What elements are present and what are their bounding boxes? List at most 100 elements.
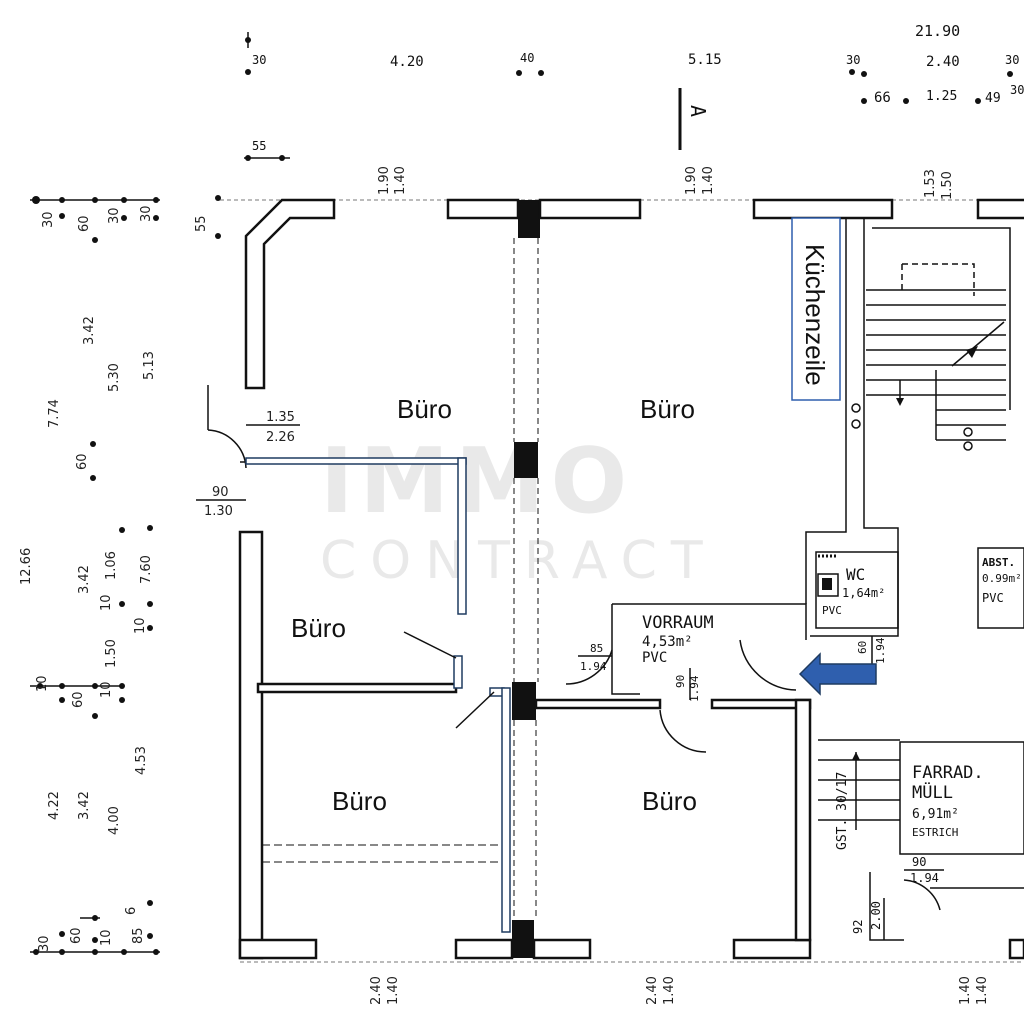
dim-top-420: 4.20 xyxy=(390,54,424,70)
wall-south-4 xyxy=(732,938,812,960)
dim-top-30d: 30 xyxy=(1010,83,1024,97)
room-label-buero-w: Büro xyxy=(291,613,346,643)
dim-left-30b: 30 xyxy=(107,207,122,224)
new-wall-vertical xyxy=(457,457,467,615)
door-dimensions-west: 1.35 2.26 90 1.30 xyxy=(196,410,300,519)
wc-labels: WC 1,64m² PVC 60 1.94 xyxy=(822,565,887,668)
new-walls xyxy=(245,457,511,933)
dim-left-55: 55 xyxy=(194,215,209,232)
kuechenzeile-label: Küchenzeile xyxy=(800,244,830,386)
dim-left-60a: 60 xyxy=(77,215,92,232)
dim-top-40: 40 xyxy=(520,51,534,65)
vorraum-floor: PVC xyxy=(642,650,667,666)
vorraum-area: 4,53m² xyxy=(642,634,693,650)
wall-horizontal-west xyxy=(256,682,458,694)
wc-dim-60: 60 xyxy=(856,641,869,654)
dim-left-1266: 12.66 xyxy=(19,548,34,585)
room-label-buero-sw: Büro xyxy=(332,786,387,816)
kuechenzeile-box xyxy=(791,217,841,401)
watermark-logo: IMMO xyxy=(320,429,633,534)
dim-top-30b: 30 xyxy=(846,53,860,67)
dim-door-226: 2.26 xyxy=(266,430,295,445)
dim-bottom-2a: 2.40 xyxy=(645,976,660,1005)
dim-door-130: 1.30 xyxy=(204,504,233,519)
dim-left-6: 6 xyxy=(124,907,139,915)
dim-left-106: 1.06 xyxy=(104,551,119,580)
dim-left-30a: 30 xyxy=(41,211,56,228)
dim-left-400: 4.00 xyxy=(107,806,122,835)
door-swing-vorraum xyxy=(739,639,797,691)
fahrrad-dim-90: 90 xyxy=(912,855,926,869)
dim-left-342b: 3.42 xyxy=(77,565,92,594)
dim-left-760: 7.60 xyxy=(139,555,154,584)
abst-labels: ABST. 0.99m² PVC xyxy=(982,556,1022,605)
fahrrad-floor: ESTRICH xyxy=(912,826,958,839)
dim-left-10d: 10 xyxy=(99,681,114,698)
door-leaf-west xyxy=(403,631,457,659)
dim-top-515: 5.15 xyxy=(688,52,722,68)
new-wall-horizontal xyxy=(245,457,467,465)
dim-window3-b: 1.50 xyxy=(940,171,955,200)
left-dimensions: 30 60 30 30 55 3.42 5.30 5.13 7.74 60 12… xyxy=(19,195,221,955)
new-wall-door-stub xyxy=(453,655,463,689)
door-leaf-south xyxy=(455,691,495,729)
dim-left-342: 3.42 xyxy=(82,316,97,345)
bottom-dimensions: 2.40 1.40 2.40 1.40 1.40 1.40 xyxy=(240,961,1024,1005)
abst-floor: PVC xyxy=(982,591,1004,605)
fahrrad-dim-194: 1.94 xyxy=(910,871,939,885)
fahrrad-room xyxy=(899,741,1024,855)
dim-top-30c: 30 xyxy=(1005,53,1019,67)
dim-window2-a: 1.90 xyxy=(684,166,699,195)
wc-room xyxy=(815,551,899,629)
dim-bottom-2b: 1.40 xyxy=(662,976,677,1005)
pillar-mid xyxy=(514,442,538,478)
dim-top-30: 30 xyxy=(252,53,266,67)
pillar-south xyxy=(512,920,534,958)
dim-door-90: 90 xyxy=(212,485,229,500)
wall-north-4 xyxy=(976,198,1024,220)
dim-left-30c: 30 xyxy=(139,205,154,222)
dim-left-85: 85 xyxy=(131,927,146,944)
dim-window3-a: 1.53 xyxy=(923,169,938,198)
dim-top-49: 49 xyxy=(985,91,1001,106)
abst-name: ABST. xyxy=(982,556,1015,569)
wc-dim-194: 1.94 xyxy=(874,637,887,664)
window-dimensions: 1.90 1.40 1.90 1.40 1.53 1.50 xyxy=(220,166,1024,201)
dim-left-60b: 60 xyxy=(75,453,90,470)
dim-left-60c: 60 xyxy=(71,691,86,708)
door-swing-west xyxy=(207,429,247,469)
door-dim-92: 92 xyxy=(851,920,865,934)
dim-window1-b: 1.40 xyxy=(393,166,408,195)
dim-door-135: 1.35 xyxy=(266,410,295,425)
entry-stairs xyxy=(818,739,900,830)
wall-horizontal-east xyxy=(534,698,662,710)
dim-window1-a: 1.90 xyxy=(377,166,392,195)
wall-nw-corner xyxy=(244,198,336,390)
dim-top-240: 2.40 xyxy=(926,54,960,70)
dim-top-55: 55 xyxy=(252,139,266,153)
walls xyxy=(207,198,1024,960)
vorraum-name: VORRAUM xyxy=(642,613,714,633)
dim-left-10e: 10 xyxy=(99,929,114,946)
dim-left-10b: 10 xyxy=(133,617,148,634)
dim-top-125: 1.25 xyxy=(926,89,957,104)
dim-left-10c: 10 xyxy=(35,675,50,692)
pillar-center xyxy=(512,682,536,720)
dim-left-150: 1.50 xyxy=(104,639,119,668)
fahrrad-name2: MÜLL xyxy=(912,781,953,803)
dim-bottom-3a: 1.40 xyxy=(958,976,973,1005)
vorraum-labels: VORRAUM 4,53m² PVC 85 1.94 90 1.94 xyxy=(578,613,714,702)
abst-room xyxy=(977,547,1024,629)
fahrrad-labels: FARRAD. MÜLL 6,91m² ESTRICH 90 1.94 xyxy=(904,763,984,885)
wall-south-1 xyxy=(238,938,318,960)
pillar-north xyxy=(518,200,540,238)
dim-left-513: 5.13 xyxy=(142,351,157,380)
dim-total: 21.90 xyxy=(915,22,960,40)
wall-west xyxy=(238,530,264,960)
section-marker-label: A xyxy=(686,105,710,117)
dim-top-66: 66 xyxy=(874,90,891,106)
fahrrad-name: FARRAD. xyxy=(912,763,984,783)
dim-left-453: 4.53 xyxy=(134,746,149,775)
vorraum-dim-90: 90 xyxy=(674,675,687,688)
